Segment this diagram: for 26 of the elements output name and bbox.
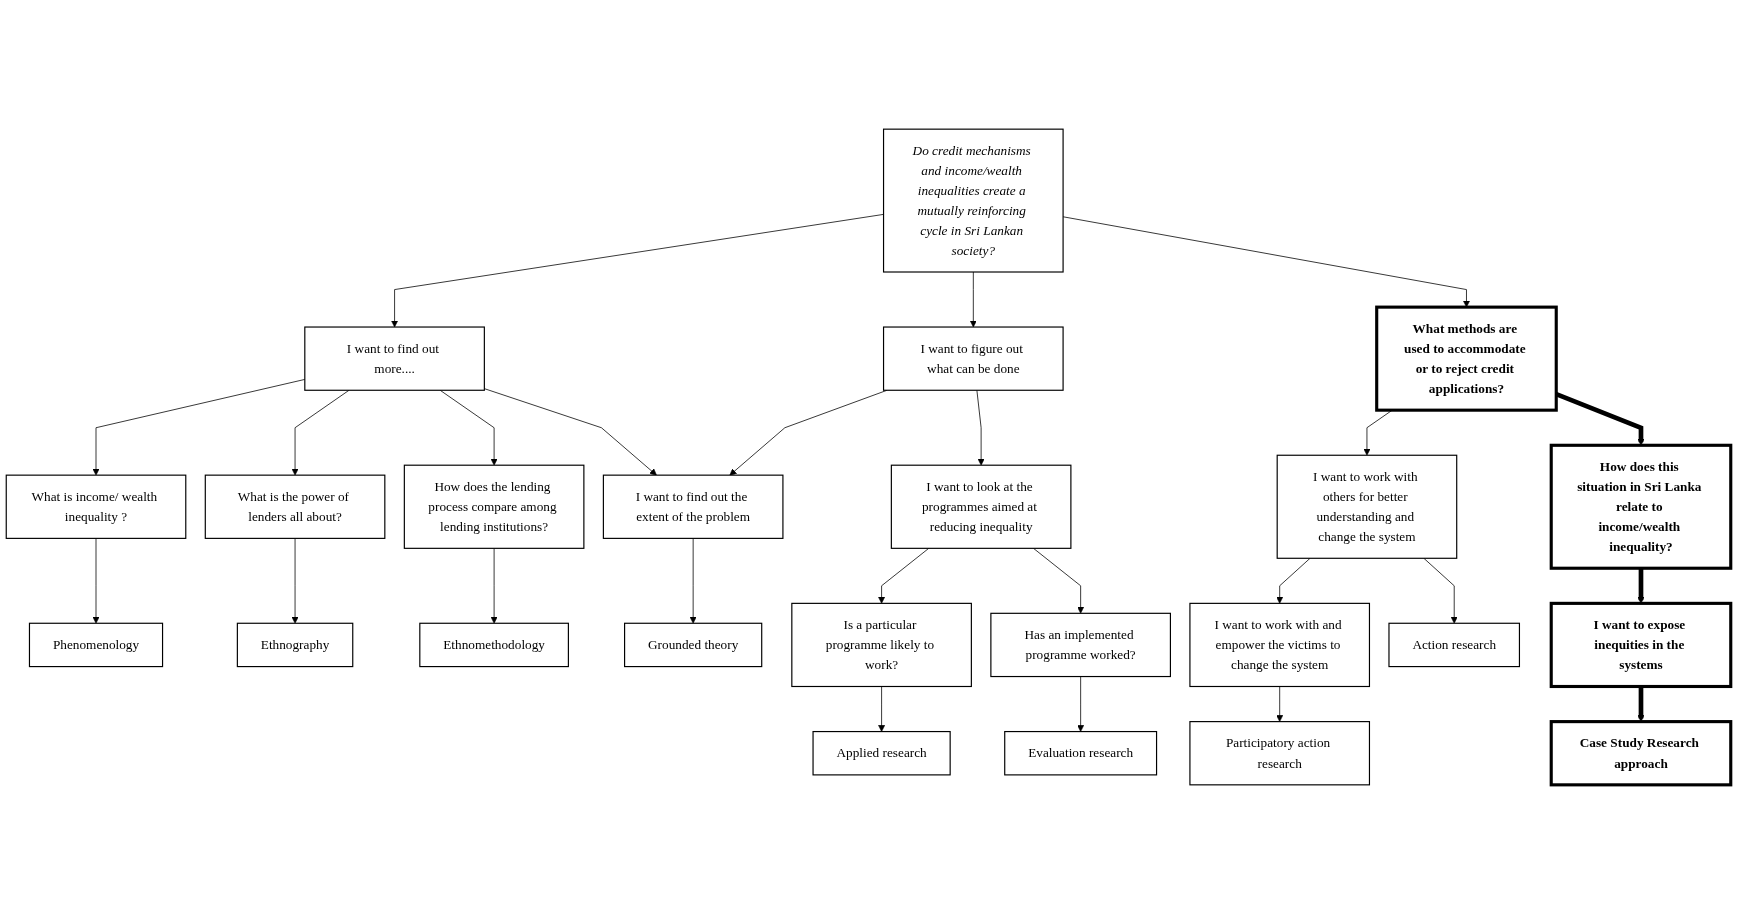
node-box: I want to expose inequities in the systems: [1549, 601, 1733, 689]
node-box: Case Study Research approach: [1549, 720, 1733, 787]
node-box: I want to work with and empower the victims to change the system: [1189, 602, 1371, 688]
node-box: Has an implemented programme worked?: [990, 612, 1171, 678]
node-box: Is a particular programme likely to work?: [791, 602, 972, 688]
arrow: [1637, 686, 1645, 722]
node-box: What is income/ wealth inequality ?: [5, 474, 187, 539]
node-box: Do credit mechanisms and income/wealth inequalities create a mutually reinforcing cycle in Sri Lankan society?: [882, 128, 1064, 273]
node-box: I want to find out the extent of the problem: [602, 474, 784, 539]
node-box: Phenomenology: [28, 622, 164, 668]
node-box: What methods are used to accommodate or to reject credit applications?: [1375, 305, 1558, 412]
node-box: Action research: [1388, 622, 1521, 668]
arrow: [1637, 568, 1645, 604]
node-box: How does the lending process compare among lending institutions?: [403, 464, 585, 549]
node-box: Grounded theory: [624, 622, 763, 668]
node-box: Ethnomethodology: [419, 622, 569, 668]
node-box: I want to find out more....: [304, 326, 485, 391]
node-box: Participatory action research: [1189, 721, 1371, 786]
node-box: How does this situation in Sri Lanka relate to income/wealth inequality?: [1549, 443, 1733, 570]
node-box: Ethnography: [236, 622, 354, 668]
node-box: I want to figure out what can be done: [882, 326, 1064, 391]
node-box: What is the power of lenders all about?: [204, 474, 386, 539]
node-box: I want to look at the programmes aimed at reducing inequality: [890, 464, 1072, 549]
node-box: Applied research: [812, 731, 951, 776]
node-box: I want to work with others for better understanding and change the system: [1276, 454, 1458, 559]
node-box: Evaluation research: [1004, 731, 1158, 776]
